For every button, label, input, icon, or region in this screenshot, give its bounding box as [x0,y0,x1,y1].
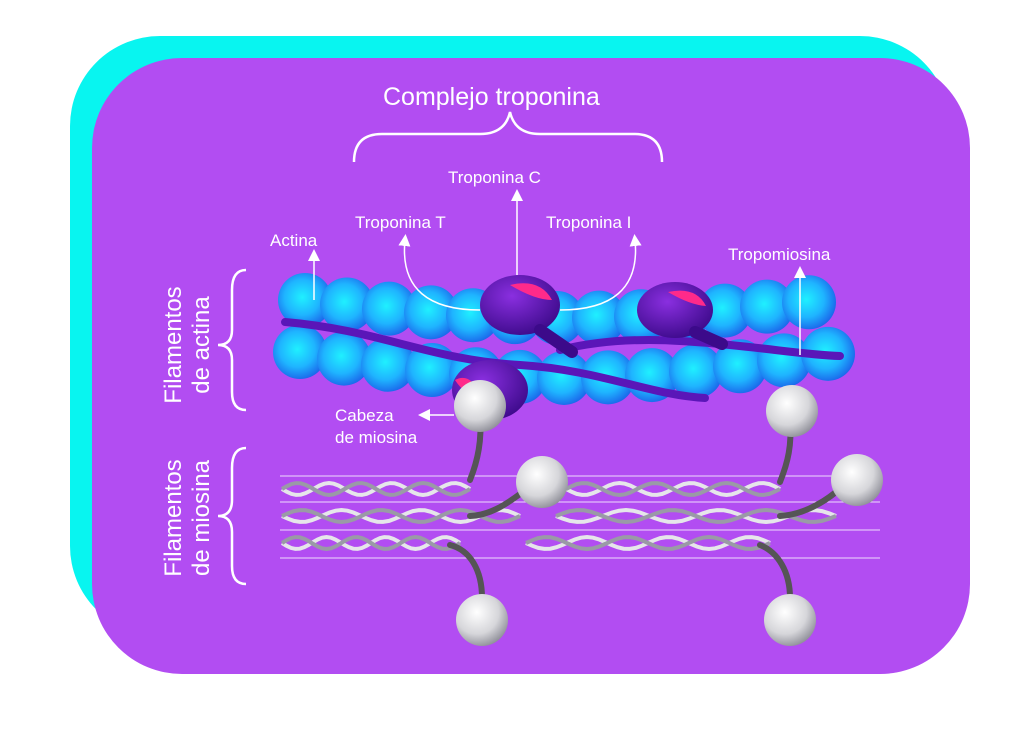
myosin-head [757,542,816,646]
myosin-head [454,380,506,483]
diagram-title: Complejo troponina [383,83,600,111]
tropomyosin-strand [281,318,709,402]
label-arrows [308,189,806,421]
side-label-myosin-line1: Filamentos [160,459,187,577]
troponin-complex [480,275,578,358]
actin-bead [698,283,752,338]
side-label-myosin-line2: de miosina [187,459,215,577]
side-label-actin-line1: Filamentos [160,286,187,404]
actin-bead [713,339,767,394]
myosin-strand [565,480,781,498]
label-actina: Actina [270,231,318,250]
side-label-actin: Filamentos de actina [160,275,220,415]
label-cabeza-line2: de miosina [335,428,418,447]
myosin-strand [281,480,471,498]
actin-bead [740,279,794,334]
label-troponina-t: Troponina T [355,213,446,232]
label-cabeza-line1: Cabeza [335,406,394,425]
side-label-myosin: Filamentos de miosina [160,443,220,593]
brace-top-icon [352,111,664,163]
myosin-head [467,456,568,519]
myosin-strand [525,534,771,552]
side-label-actin-line2: de actina [187,296,215,394]
myosin-head [777,454,883,519]
brace-actin-icon [217,268,247,412]
myosin-head [766,385,818,485]
actin-bead [361,337,415,392]
actin-bead [273,325,327,379]
myosin-strand [280,534,462,552]
brace-myosin-icon [217,446,247,586]
actin-bead [782,275,836,330]
actin-bead [320,277,374,332]
actin-bead [669,344,723,399]
myosin-head [447,542,508,646]
label-tropomiosina: Tropomiosina [728,245,831,264]
label-troponina-c: Troponina C [448,168,541,187]
actin-bead [404,285,458,340]
actin-bead [278,273,332,327]
actin-bead [362,281,416,336]
troponin-complex [637,282,728,350]
actin-bead [317,331,371,386]
label-troponina-i: Troponina I [546,213,632,232]
actin-bead [572,290,626,345]
